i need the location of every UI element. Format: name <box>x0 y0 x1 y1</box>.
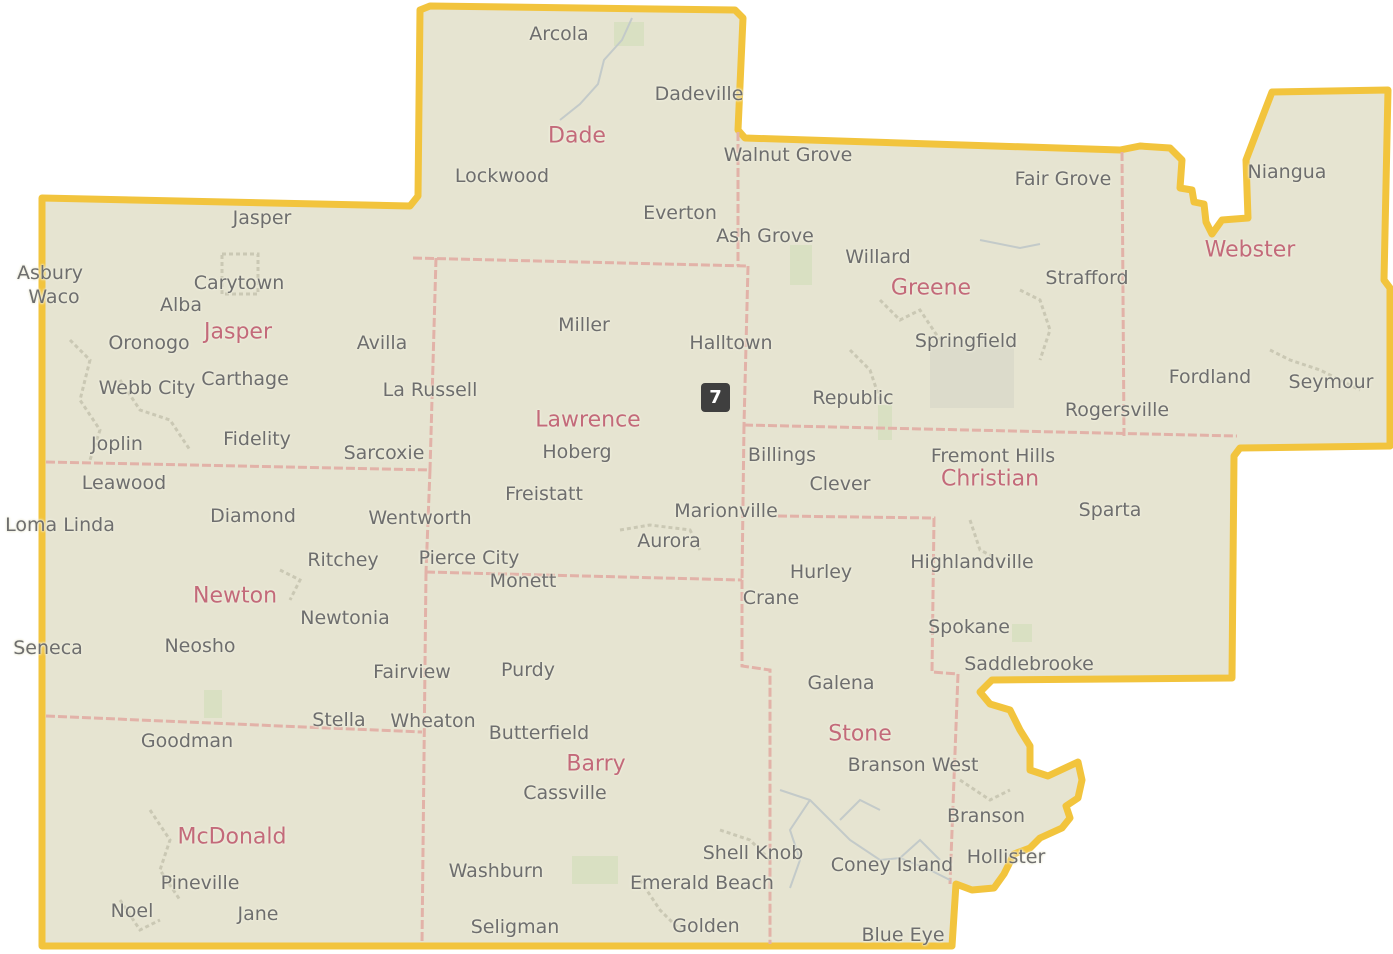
city-label-springfield: Springfield <box>914 330 1018 352</box>
city-label-arcola: Arcola <box>529 23 589 45</box>
city-label-leawood: Leawood <box>81 472 167 494</box>
county-lines <box>45 132 1238 945</box>
city-label-niangua: Niangua <box>1247 161 1327 183</box>
city-label-diamond: Diamond <box>210 505 296 527</box>
city-label-oronogo: Oronogo <box>108 332 190 354</box>
city-label-halltown: Halltown <box>689 332 773 354</box>
city-label-fremont-hills: Fremont Hills <box>930 445 1056 467</box>
city-label-sarcoxie: Sarcoxie <box>343 442 425 464</box>
city-label-alba: Alba <box>160 294 202 316</box>
city-label-galena: Galena <box>807 672 875 694</box>
city-label-golden: Golden <box>672 915 740 937</box>
city-label-emerald-beach: Emerald Beach <box>630 872 774 894</box>
springfield-urban-area <box>930 340 1014 408</box>
water-features <box>559 17 1041 889</box>
city-label-rogersville: Rogersville <box>1064 399 1170 421</box>
city-label-lockwood: Lockwood <box>454 165 550 187</box>
city-label-everton: Everton <box>643 202 717 224</box>
city-label-seligman: Seligman <box>470 916 560 938</box>
city-label-fair-grove: Fair Grove <box>1014 168 1112 190</box>
city-label-ash-grove: Ash Grove <box>716 225 814 247</box>
city-label-ritchey: Ritchey <box>307 549 379 571</box>
city-label-goodman: Goodman <box>140 730 234 752</box>
city-label-pierce-city: Pierce City <box>418 547 520 569</box>
city-label-freistatt: Freistatt <box>505 483 583 505</box>
county-label-jasper: Jasper <box>204 319 272 345</box>
city-label-spokane: Spokane <box>928 616 1010 638</box>
city-label-branson: Branson <box>946 805 1026 827</box>
city-label-hoberg: Hoberg <box>542 441 612 463</box>
city-label-branson-west: Branson West <box>847 754 979 776</box>
city-label-stella: Stella <box>312 709 366 731</box>
city-label-webb-city: Webb City <box>98 377 196 399</box>
city-label-washburn: Washburn <box>448 860 544 882</box>
city-label-carytown: Carytown <box>193 272 285 294</box>
county-label-webster: Webster <box>1204 237 1296 263</box>
city-label-neosho: Neosho <box>164 635 236 657</box>
county-label-dade: Dade <box>548 123 606 149</box>
city-label-wheaton: Wheaton <box>390 710 476 732</box>
city-label-pineville: Pineville <box>160 872 240 894</box>
city-label-jane: Jane <box>237 903 279 925</box>
city-label-cassville: Cassville <box>523 782 607 804</box>
city-label-crane: Crane <box>742 587 800 609</box>
city-label-miller: Miller <box>558 314 610 336</box>
county-label-barry: Barry <box>566 751 626 777</box>
city-label-hollister: Hollister <box>966 846 1046 868</box>
city-label-asbury: Asbury <box>16 262 84 284</box>
city-label-fidelity: Fidelity <box>223 428 291 450</box>
city-label-republic: Republic <box>812 387 894 409</box>
city-label-marionville: Marionville <box>674 500 778 522</box>
city-label-saddlebrooke: Saddlebrooke <box>964 653 1094 675</box>
city-label-shell-knob: Shell Knob <box>702 842 804 864</box>
city-label-billings: Billings <box>747 444 817 466</box>
city-label-coney-island: Coney Island <box>830 854 954 876</box>
city-label-walnut-grove: Walnut Grove <box>723 144 853 166</box>
city-label-waco: Waco <box>28 286 80 308</box>
city-label-butterfield: Butterfield <box>488 722 590 744</box>
city-label-noel: Noel <box>110 900 154 922</box>
county-label-christian: Christian <box>940 466 1040 492</box>
city-label-la-russell: La Russell <box>382 379 478 401</box>
city-label-fordland: Fordland <box>1168 366 1252 388</box>
district-7-badge[interactable]: 7 <box>701 383 730 412</box>
city-label-willard: Willard <box>845 246 911 268</box>
county-label-mcdonald: McDonald <box>177 824 287 850</box>
city-label-hurley: Hurley <box>789 561 853 583</box>
county-label-greene: Greene <box>890 275 972 301</box>
city-label-wentworth: Wentworth <box>368 507 472 529</box>
city-label-aurora: Aurora <box>637 530 701 552</box>
county-label-stone: Stone <box>828 721 892 747</box>
city-label-avilla: Avilla <box>356 332 408 354</box>
county-label-lawrence: Lawrence <box>535 407 641 433</box>
city-label-newtonia: Newtonia <box>300 607 390 629</box>
city-label-dadeville: Dadeville <box>654 83 744 105</box>
city-label-clever: Clever <box>809 473 871 495</box>
district-boundary <box>38 2 1393 950</box>
city-label-loma-linda: Loma Linda <box>5 514 115 536</box>
city-label-purdy: Purdy <box>501 659 555 681</box>
city-label-blue-eye: Blue Eye <box>861 924 945 946</box>
city-label-seymour: Seymour <box>1288 371 1374 393</box>
city-label-carthage: Carthage <box>201 368 289 390</box>
city-label-sparta: Sparta <box>1078 499 1142 521</box>
minor-roads <box>68 252 1361 932</box>
city-label-fairview: Fairview <box>373 661 451 683</box>
city-label-strafford: Strafford <box>1045 267 1129 289</box>
park-areas <box>204 22 1032 884</box>
city-label-highlandville: Highlandville <box>910 551 1034 573</box>
city-label-monett: Monett <box>489 570 557 592</box>
city-label-seneca: Seneca <box>13 637 83 659</box>
city-label-jasper-city: Jasper <box>232 207 292 229</box>
county-label-newton: Newton <box>192 583 278 609</box>
city-label-joplin: Joplin <box>91 433 143 455</box>
